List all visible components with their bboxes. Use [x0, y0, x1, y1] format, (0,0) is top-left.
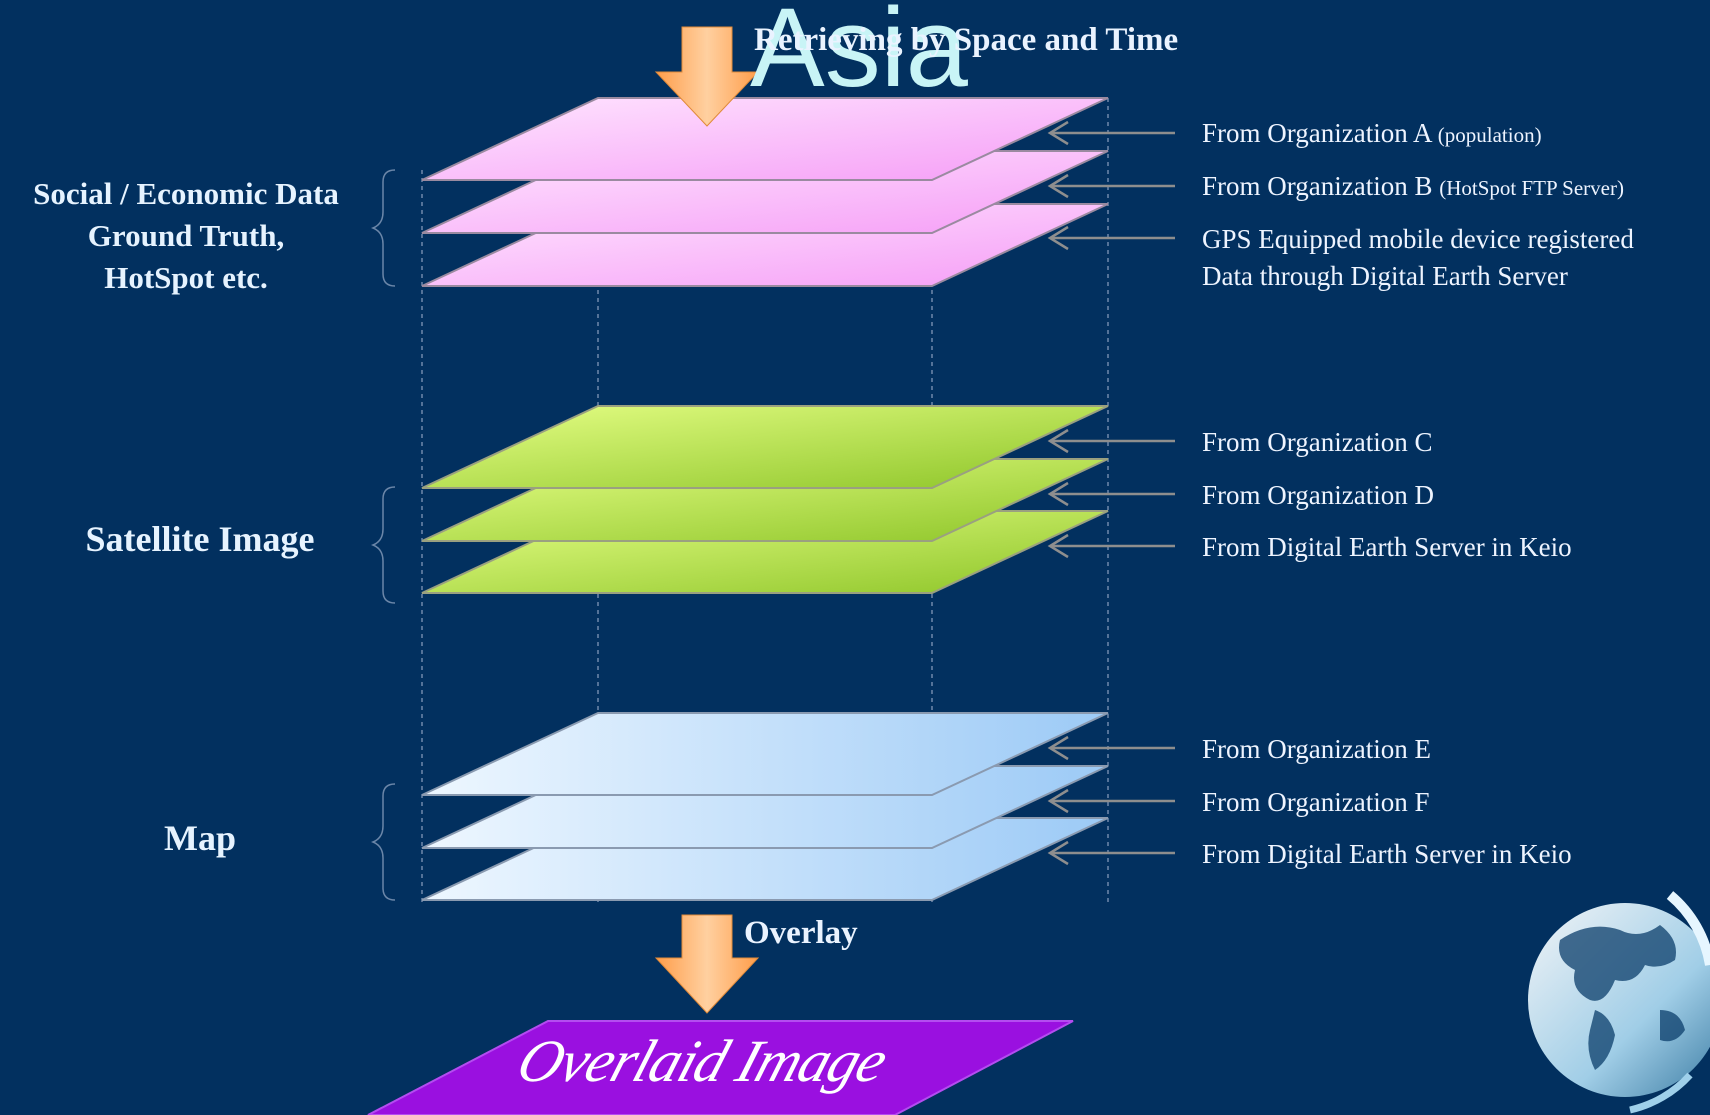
overlaid-image-shape: [367, 1020, 1074, 1115]
group-label-social-line-1: Social / Economic Data: [33, 176, 339, 211]
page-subtitle: Retrieving by Space and Time: [754, 22, 1179, 58]
source-org-e: From Organization E: [1202, 734, 1431, 764]
source-keio-map: From Digital Earth Server in Keio: [1202, 839, 1572, 869]
source-org-d: From Organization D: [1202, 480, 1434, 510]
source-gps-line-2: Data through Digital Earth Server: [1202, 261, 1568, 291]
arrow-source-a: [1047, 120, 1175, 146]
group-label-map: Map: [20, 817, 380, 859]
overlay-label: Overlay: [744, 915, 858, 951]
source-org-a-text: From Organization A: [1202, 118, 1431, 148]
satellite-layer-1: [421, 405, 1109, 489]
arrow-source-c: [1047, 428, 1175, 454]
source-org-b: From Organization B (HotSpot FTP Server): [1202, 168, 1624, 207]
arrow-source-keio-sat: [1047, 533, 1175, 559]
overlaid-image-label: Overlaid Image: [509, 1028, 896, 1094]
arrow-source-b: [1047, 173, 1175, 199]
page-title: Asia: [750, 0, 968, 110]
group-braces: [370, 169, 396, 901]
satellite-layers: [421, 405, 1109, 594]
arrow-source-keio-map: [1047, 840, 1175, 866]
arrow-source-f: [1047, 788, 1175, 814]
source-gps-line-1: GPS Equipped mobile device registered: [1202, 224, 1634, 254]
source-org-a-note: (population): [1437, 123, 1542, 147]
social-layer-1: [421, 97, 1109, 181]
overlay-arrow-icon: [654, 914, 760, 1014]
retrieve-arrow-icon: [654, 26, 760, 127]
map-layer-1: [421, 712, 1109, 796]
brace-social: [370, 169, 396, 287]
group-label-satellite: Satellite Image: [20, 518, 380, 560]
globe-icon: [1528, 891, 1710, 1114]
arrow-source-d: [1047, 481, 1175, 507]
source-org-c: From Organization C: [1202, 427, 1433, 457]
arrow-source-e: [1047, 735, 1175, 761]
group-label-social-line-2: Ground Truth,: [87, 218, 285, 253]
source-org-b-note: (HotSpot FTP Server): [1439, 176, 1624, 200]
group-label-map-line-1: Map: [164, 818, 236, 858]
arrow-source-gps: [1047, 225, 1175, 251]
group-label-social: Social / Economic Data Ground Truth, Hot…: [0, 173, 372, 299]
group-label-social-line-3: HotSpot etc.: [104, 260, 268, 295]
brace-satellite: [370, 486, 396, 604]
source-org-f: From Organization F: [1202, 787, 1430, 817]
brace-map: [370, 783, 396, 901]
map-layers: [421, 712, 1109, 901]
source-keio-satellite: From Digital Earth Server in Keio: [1202, 532, 1572, 562]
source-org-b-text: From Organization B: [1202, 171, 1433, 201]
source-gps: GPS Equipped mobile device registered Da…: [1202, 221, 1634, 295]
social-economic-layers: [421, 97, 1109, 287]
source-arrows: [1047, 120, 1175, 866]
group-label-satellite-line-1: Satellite Image: [85, 519, 315, 559]
source-org-a: From Organization A (population): [1202, 115, 1542, 154]
